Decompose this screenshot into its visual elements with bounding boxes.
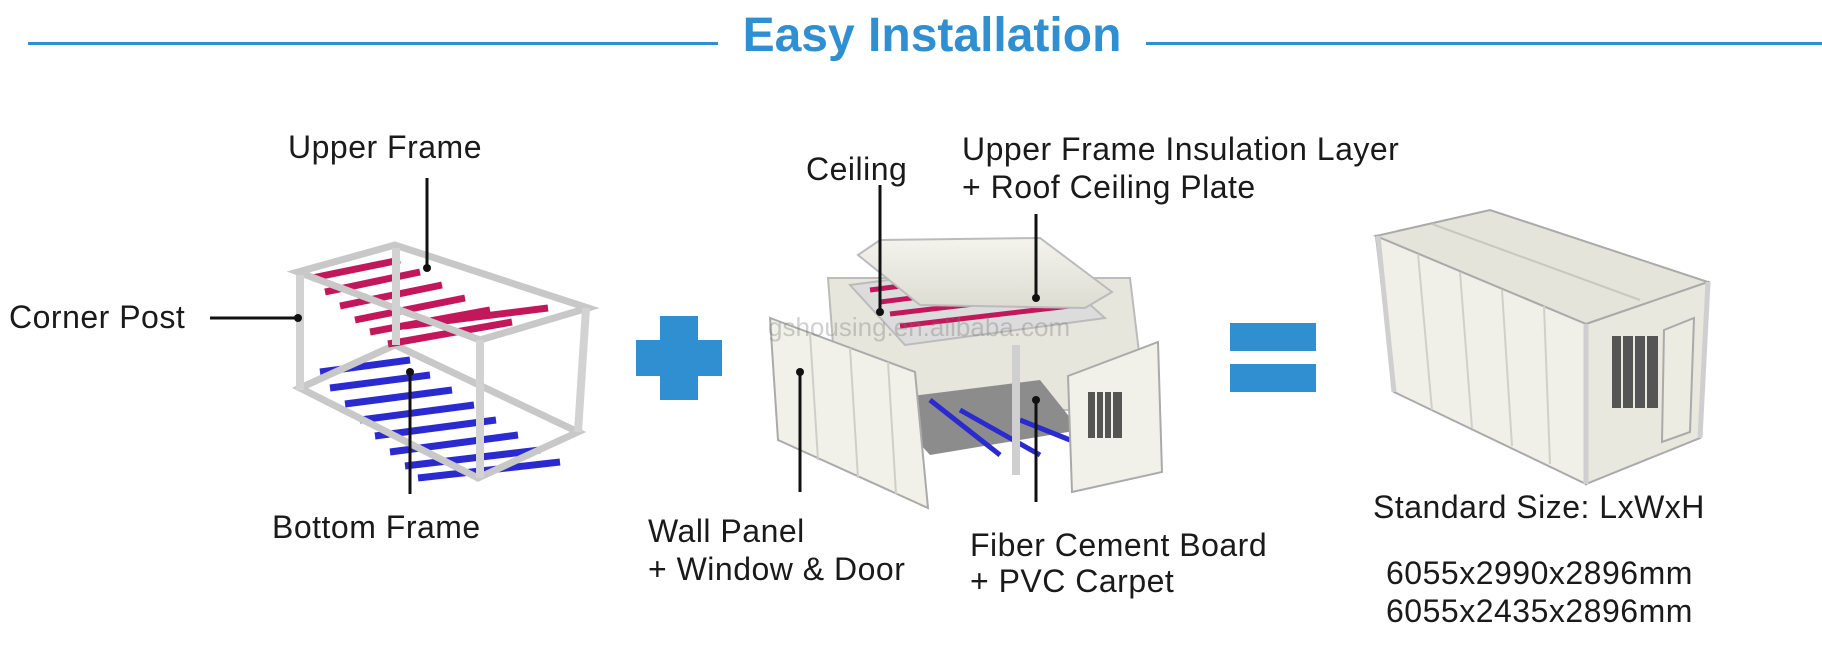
exploded-components-illustration bbox=[768, 185, 1164, 510]
header-line-right bbox=[1146, 42, 1822, 45]
corner-post-label: Corner Post bbox=[9, 299, 186, 335]
page-title: Easy Installation bbox=[742, 9, 1122, 62]
upper-frame-label: Upper Frame bbox=[288, 129, 482, 165]
frame-leaders bbox=[210, 178, 429, 494]
assembled-container-illustration bbox=[1372, 208, 1712, 486]
standard-size-label: Standard Size: LxWxH bbox=[1373, 489, 1705, 525]
equals-icon bbox=[1230, 323, 1316, 392]
header-line-left bbox=[28, 42, 718, 45]
insulation-label-line2: + Roof Ceiling Plate bbox=[962, 169, 1256, 205]
floor-label-line2: + PVC Carpet bbox=[970, 563, 1175, 599]
size-option-2: 6055x2435x2896mm bbox=[1386, 593, 1693, 629]
floor-label-line1: Fiber Cement Board bbox=[970, 527, 1268, 563]
bottom-frame-label: Bottom Frame bbox=[272, 509, 481, 545]
wall-panel-label-line2: + Window & Door bbox=[648, 551, 906, 587]
ceiling-label: Ceiling bbox=[806, 151, 908, 187]
upper-frame-outline bbox=[286, 241, 600, 344]
wall-panel-label-line1: Wall Panel bbox=[648, 513, 805, 549]
frame-illustration bbox=[210, 178, 600, 494]
corner-posts bbox=[296, 248, 590, 478]
watermark: gshousing.en.alibaba.com bbox=[768, 312, 1071, 342]
size-option-1: 6055x2990x2896mm bbox=[1386, 555, 1693, 591]
plus-icon bbox=[636, 316, 722, 400]
insulation-label-line1: Upper Frame Insulation Layer bbox=[962, 131, 1400, 167]
